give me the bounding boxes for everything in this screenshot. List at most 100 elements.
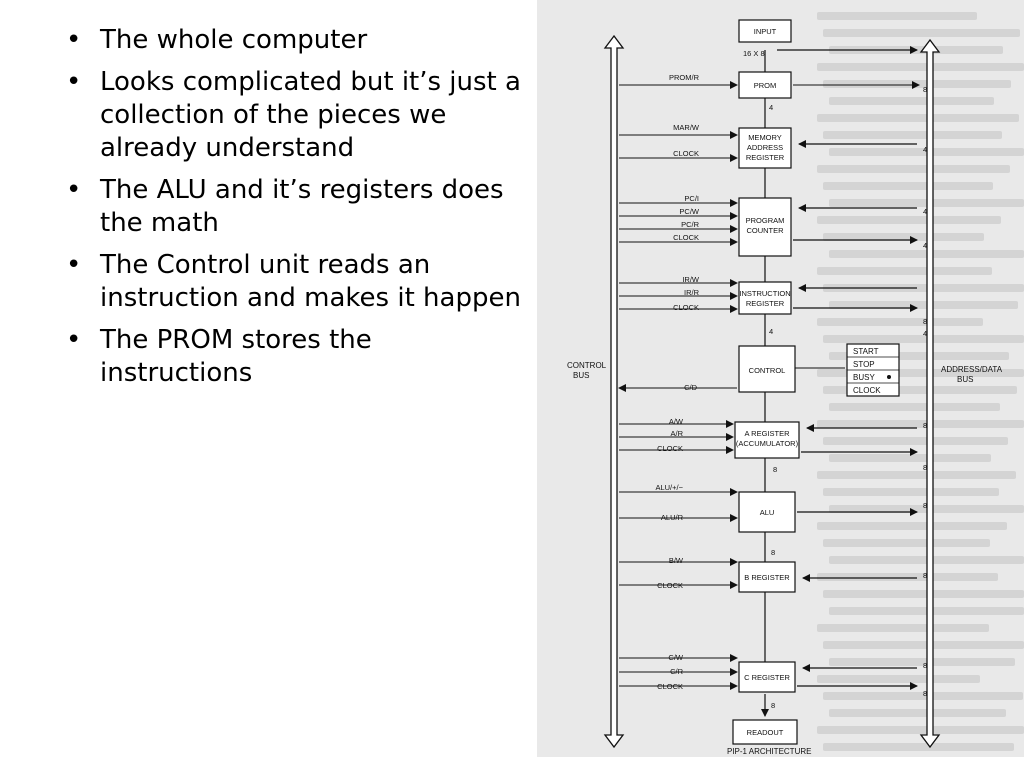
pc-input-width: 4 bbox=[923, 207, 927, 216]
busy-indicator-icon bbox=[887, 375, 891, 379]
mar-bus-width: 4 bbox=[923, 145, 927, 154]
alu-read-signal: ALU/R bbox=[661, 513, 684, 522]
a-register-label-line-1: A REGISTER bbox=[744, 429, 790, 438]
a-write-signal: A/W bbox=[669, 417, 684, 426]
mar-label-line-3: REGISTER bbox=[746, 153, 785, 162]
b-input-width: 8 bbox=[923, 571, 927, 580]
ir-write-signal: IR/W bbox=[682, 275, 700, 284]
bleed-through-text-texture bbox=[537, 0, 1024, 757]
ghost-text-line bbox=[829, 454, 991, 462]
c-read-signal: C/R bbox=[670, 667, 684, 676]
ghost-text-line bbox=[823, 284, 1024, 292]
ghost-text-line bbox=[823, 386, 1017, 394]
instruction-register-block: INSTRUCTION REGISTER IR/W IR/R CLOCK 8 4… bbox=[619, 275, 927, 338]
ghost-text-line bbox=[817, 624, 989, 632]
pc-read-signal: PC/R bbox=[681, 220, 700, 229]
pc-clock-signal: CLOCK bbox=[673, 233, 699, 242]
address-bus-label-line-2: BUS bbox=[957, 375, 973, 384]
control-clock-label: CLOCK bbox=[853, 386, 881, 395]
control-bus-label-line-1: CONTROL bbox=[567, 361, 607, 370]
mar-label-line-2: ADDRESS bbox=[747, 143, 783, 152]
a-input-width: 8 bbox=[923, 421, 927, 430]
a-alu-width: 8 bbox=[773, 465, 777, 474]
ghost-text-line bbox=[829, 301, 1018, 309]
prom-block: PROM PROM/R 8 4 bbox=[619, 71, 927, 112]
ghost-text-line bbox=[823, 335, 1024, 343]
c-input-width: 8 bbox=[923, 661, 927, 670]
readout-block: READOUT bbox=[732, 694, 798, 745]
b-clock-signal: CLOCK bbox=[657, 581, 683, 590]
ir-clock-signal: CLOCK bbox=[673, 303, 699, 312]
ghost-text-line bbox=[823, 743, 1014, 751]
memory-address-register-block: MEMORY ADDRESS REGISTER MAR/W CLOCK 4 bbox=[619, 123, 927, 169]
ghost-text-line bbox=[823, 590, 1024, 598]
alu-output-width: 8 bbox=[923, 501, 927, 510]
mar-clock-signal: CLOCK bbox=[673, 149, 699, 158]
ghost-text-line bbox=[817, 63, 1024, 71]
bullet-item: •Looks complicated but it’s just a colle… bbox=[62, 66, 524, 165]
b-register-label: B REGISTER bbox=[744, 573, 790, 582]
program-counter-block: PROGRAM COUNTER PC/I PC/W PC/R CLOCK 4 4 bbox=[619, 194, 927, 257]
control-cd-signal: C/D bbox=[684, 383, 698, 392]
c-clock-signal: CLOCK bbox=[657, 682, 683, 691]
a-read-signal: A/R bbox=[670, 429, 683, 438]
c-register-block: C REGISTER C/W C/R CLOCK 8 8 8 bbox=[619, 653, 927, 710]
ghost-text-line bbox=[817, 114, 1019, 122]
ghost-text-line bbox=[829, 709, 1006, 717]
diagram-caption: PIP-1 ARCHITECTURE bbox=[727, 747, 811, 756]
prom-read-signal: PROM/R bbox=[669, 73, 700, 82]
address-bus-label-line-1: ADDRESS/DATA bbox=[941, 365, 1003, 374]
pc-label-line-1: PROGRAM bbox=[746, 216, 785, 225]
control-start-label: START bbox=[853, 347, 879, 356]
ghost-text-line bbox=[823, 539, 990, 547]
input-size-label: 16 X 8 bbox=[743, 49, 765, 58]
pc-output-width: 4 bbox=[923, 241, 927, 250]
prom-label: PROM bbox=[754, 81, 777, 90]
bullet-item: •The whole computer bbox=[62, 24, 524, 57]
c-readout-width: 8 bbox=[771, 701, 775, 710]
ghost-text-line bbox=[817, 12, 977, 20]
ghost-text-line bbox=[817, 318, 983, 326]
alu-block: ALU ALU/+/− ALU/R 8 bbox=[619, 483, 927, 533]
ghost-text-line bbox=[823, 29, 1020, 37]
mar-label-line-1: MEMORY bbox=[748, 133, 782, 142]
c-register-label: C REGISTER bbox=[744, 673, 790, 682]
ghost-text-line bbox=[817, 573, 998, 581]
ir-output-width: 4 bbox=[923, 329, 927, 338]
ghost-text-line bbox=[829, 352, 1009, 360]
bullet-item: •The Control unit reads an instruction a… bbox=[62, 249, 524, 315]
a-output-width: 8 bbox=[923, 463, 927, 472]
c-write-signal: C/W bbox=[668, 653, 684, 662]
address-data-bus bbox=[919, 38, 941, 749]
bullet-dot: • bbox=[66, 250, 82, 280]
ghost-text-line bbox=[829, 97, 994, 105]
input-block: INPUT 16 X 8 bbox=[738, 19, 918, 58]
ghost-text-line bbox=[817, 267, 992, 275]
bullet-dot: • bbox=[66, 67, 82, 97]
a-register-block: A REGISTER (ACCUMULATOR) A/W A/R CLOCK 8… bbox=[619, 417, 927, 474]
control-unit-block: CONTROL C/D START STOP BUSY CLOCK CONTRO… bbox=[567, 343, 1003, 397]
alu-add-subtract-signal: ALU/+/− bbox=[655, 483, 683, 492]
bullet-dot: • bbox=[66, 175, 82, 205]
ghost-text-line bbox=[817, 165, 1010, 173]
control-busy-label: BUSY bbox=[853, 373, 875, 382]
prom-bus-width: 8 bbox=[923, 85, 927, 94]
mar-write-signal: MAR/W bbox=[673, 123, 700, 132]
ir-input-width: 8 bbox=[923, 317, 927, 326]
a-clock-signal: CLOCK bbox=[657, 444, 683, 453]
ghost-text-line bbox=[817, 675, 980, 683]
control-stop-label: STOP bbox=[853, 360, 875, 369]
control-bus-label-line-2: BUS bbox=[573, 371, 589, 380]
pc-increment-signal: PC/I bbox=[684, 194, 699, 203]
control-label: CONTROL bbox=[749, 366, 786, 375]
ir-read-signal: IR/R bbox=[684, 288, 700, 297]
ghost-text-line bbox=[817, 420, 1024, 428]
c-output-width: 8 bbox=[923, 689, 927, 698]
bullet-text: The whole computer bbox=[100, 25, 368, 55]
b-write-signal: B/W bbox=[669, 556, 684, 565]
ir-label-line-2: REGISTER bbox=[746, 299, 785, 308]
ghost-text-line bbox=[829, 403, 1000, 411]
ghost-text-line bbox=[829, 658, 1015, 666]
ghost-text-line bbox=[823, 233, 984, 241]
